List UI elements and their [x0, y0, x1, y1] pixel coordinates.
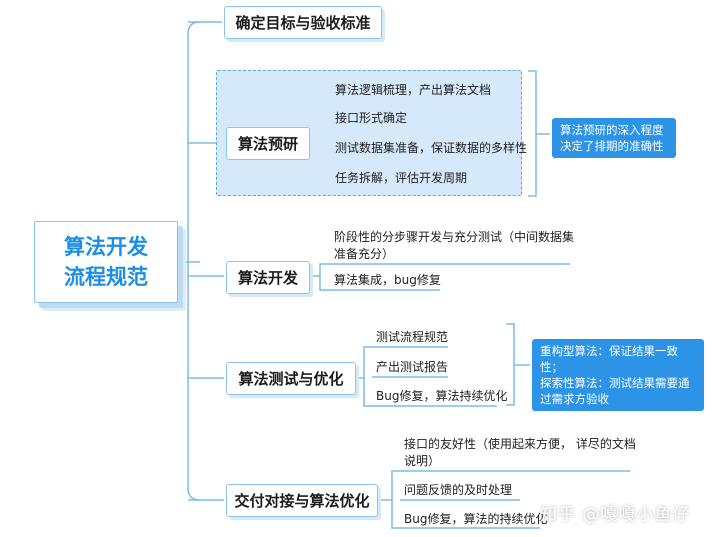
branch-goal-label: 确定目标与验收标准	[235, 14, 371, 32]
research-item-1: 算法逻辑梳理，产出算法文档	[335, 83, 492, 97]
develop-bracket	[319, 263, 326, 291]
test-item-2: 产出测试报告	[376, 360, 449, 374]
main-spine	[187, 21, 201, 501]
root-title-line1: 算法开发	[64, 235, 148, 259]
research-note-text: 算法预研的深入程度决定了排期的准确性	[560, 123, 664, 153]
deliver-item-3: Bug修复，算法的持续优化	[404, 512, 548, 526]
develop-item-1: 阶段性的分步骤开发与充分测试（中间数据集准备充分）	[334, 230, 575, 261]
develop-item-2: 算法集成，bug修复	[334, 273, 441, 287]
research-item-3: 测试数据集准备，保证数据的多样性	[335, 141, 528, 155]
branch-research-label: 算法预研	[237, 135, 298, 153]
test-note-line2: 探索性算法：测试结果需要通过需求方验收	[540, 376, 690, 406]
branch-develop: 算法开发	[226, 261, 310, 294]
branch-test: 算法测试与优化	[226, 362, 356, 395]
research-item-4: 任务拆解，评估开发周期	[335, 171, 468, 185]
root-title-line2: 流程规范	[64, 265, 148, 289]
branch-test-label: 算法测试与优化	[238, 370, 344, 388]
test-note: 重构型算法：保证结果一致性； 探索性算法：测试结果需要通过需求方验收	[532, 339, 704, 411]
deliver-item-1: 接口的友好性（使用起来方便， 详尽的文档说明）	[404, 437, 636, 468]
test-item-1: 测试流程规范	[376, 330, 449, 344]
deliver-bracket	[391, 470, 400, 529]
branch-research: 算法预研	[226, 127, 310, 160]
research-note-bracket	[528, 70, 537, 197]
watermark: 知乎 @嘎嘎小鱼仔	[540, 505, 691, 525]
research-item-2: 接口形式确定	[335, 111, 408, 125]
branch-deliver-label: 交付对接与算法优化	[234, 492, 370, 510]
test-bracket	[363, 346, 372, 407]
branch-develop-label: 算法开发	[237, 269, 298, 287]
branch-goal: 确定目标与验收标准	[224, 6, 382, 39]
branch-deliver: 交付对接与算法优化	[226, 484, 378, 517]
root-node: 算法开发 流程规范	[34, 221, 178, 303]
deliver-item-2: 问题反馈的及时处理	[404, 483, 513, 497]
research-note: 算法预研的深入程度决定了排期的准确性	[552, 118, 676, 158]
test-note-line1: 重构型算法：保证结果一致性；	[540, 344, 678, 374]
test-item-3: Bug修复，算法持续优化	[376, 389, 508, 403]
